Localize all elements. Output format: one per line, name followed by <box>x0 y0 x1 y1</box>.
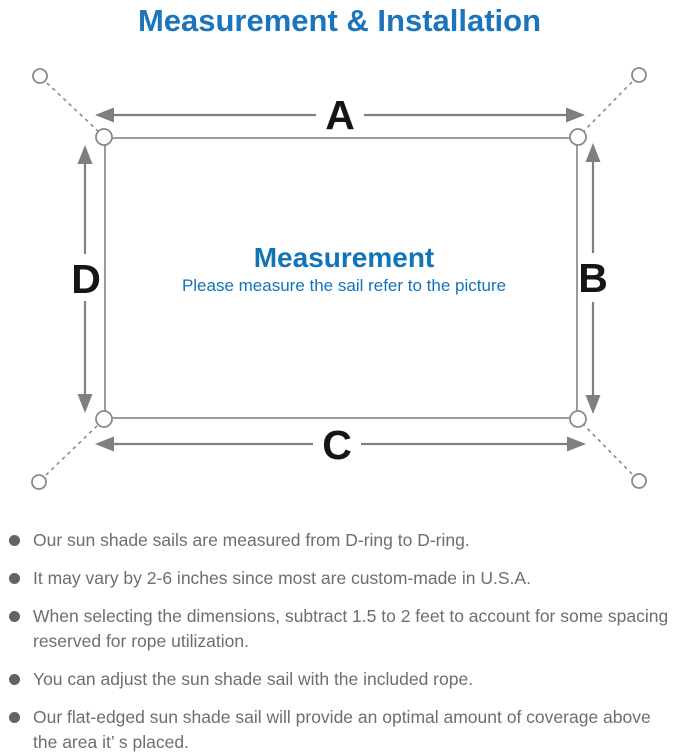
dimension-arrowheads-b <box>585 143 601 414</box>
note-text: Our sun shade sails are measured from D-… <box>33 530 470 550</box>
measurement-diagram: A B C D Measurement Please measure the s… <box>0 58 679 518</box>
diagram-center-title: Measurement <box>254 242 435 273</box>
bullet-icon <box>9 573 20 584</box>
anchor-ring-icon-bottom-left <box>31 474 47 490</box>
rope-line-bottom-left <box>45 423 100 476</box>
d-ring-icon-bottom-left <box>95 410 113 428</box>
page-title: Measurement & Installation <box>137 3 542 38</box>
note-text: You can adjust the sun shade sail with t… <box>33 669 474 689</box>
anchor-rings <box>31 67 647 490</box>
sail-outline <box>104 137 578 419</box>
bullet-icon <box>9 712 20 723</box>
dimension-arrowheads-d <box>77 145 93 413</box>
rope-lines <box>45 81 633 476</box>
dimension-label-c: C <box>322 422 352 468</box>
diagram-center-subtitle: Please measure the sail refer to the pic… <box>182 276 506 295</box>
d-rings <box>95 128 587 428</box>
dimension-arrowheads-c <box>95 436 586 452</box>
bullet-icon <box>9 674 20 685</box>
bullet-icon <box>9 535 20 546</box>
d-ring-icon-top-right <box>569 128 587 146</box>
bullet-icon <box>9 611 20 622</box>
note-text: It may vary by 2-6 inches since most are… <box>33 568 531 588</box>
list-item: Our flat-edged sun shade sail will provi… <box>0 705 673 755</box>
dimension-label-b: B <box>578 255 608 301</box>
note-text: When selecting the dimensions, subtract … <box>33 606 669 651</box>
dimension-label-a: A <box>325 92 355 138</box>
list-item: Our sun shade sails are measured from D-… <box>0 528 673 553</box>
list-item: It may vary by 2-6 inches since most are… <box>0 566 673 591</box>
rope-line-top-right <box>582 81 633 133</box>
list-item: When selecting the dimensions, subtract … <box>0 604 673 654</box>
notes-list: Our sun shade sails are measured from D-… <box>0 518 679 755</box>
anchor-ring-icon-top-right <box>631 67 647 83</box>
dimension-label-d: D <box>71 256 101 302</box>
anchor-ring-icon-bottom-right <box>631 473 647 489</box>
measurement-diagram-svg: A B C D Measurement Please measure the s… <box>31 67 647 490</box>
note-text: Our flat-edged sun shade sail will provi… <box>33 707 651 752</box>
anchor-ring-icon-top-left <box>32 68 48 84</box>
rope-line-top-left <box>46 82 100 133</box>
dimension-arrowheads-a <box>95 107 585 123</box>
d-ring-icon-bottom-right <box>569 410 587 428</box>
d-ring-icon-top-left <box>95 128 113 146</box>
rope-line-bottom-right <box>582 423 633 475</box>
page: Measurement & Installation <box>0 3 679 752</box>
list-item: You can adjust the sun shade sail with t… <box>0 667 673 692</box>
